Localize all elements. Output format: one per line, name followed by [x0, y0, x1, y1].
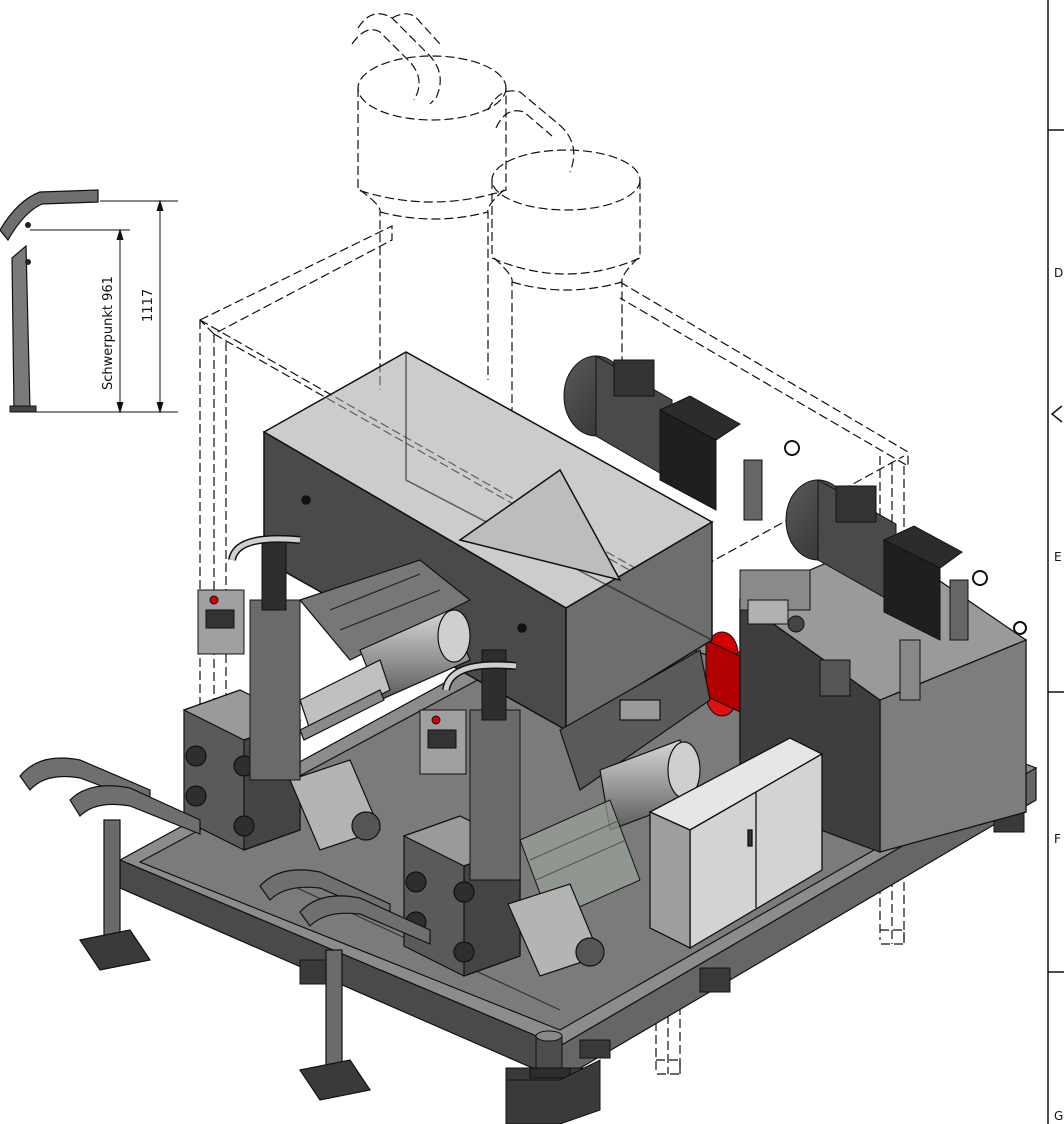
dimension-total-height: 1117 [141, 289, 156, 322]
front-gear-motor [529, 1030, 571, 1079]
red-drive-motor [705, 631, 741, 717]
drawing-frame [1047, 0, 1064, 1124]
detail-view-rail: Schwerpunkt 961 1117 [0, 189, 178, 414]
hydraulic-valves [739, 440, 1027, 701]
control-box-right [419, 709, 467, 775]
feed-chute [298, 559, 472, 661]
electric-motor-upper [563, 355, 741, 511]
dust-collector-phantom [351, 13, 641, 410]
vertical-actuator-right [442, 649, 521, 881]
electrical-cabinet [648, 737, 824, 950]
front-chassis-block [505, 1059, 601, 1124]
zone-label-g: G [1054, 1109, 1063, 1123]
outfeed-rails [19, 757, 431, 1101]
zone-label-d: D [1054, 266, 1063, 280]
press-cylinder-upper [299, 609, 471, 741]
control-box-left [197, 589, 245, 655]
zone-label-f: F [1054, 832, 1061, 846]
vertical-actuator-left [228, 534, 301, 781]
press-housing [559, 649, 711, 791]
electric-motor-lower [785, 479, 963, 641]
dimension-schwerpunkt: Schwerpunkt 961 [101, 276, 116, 390]
zone-label-e: E [1054, 550, 1062, 564]
